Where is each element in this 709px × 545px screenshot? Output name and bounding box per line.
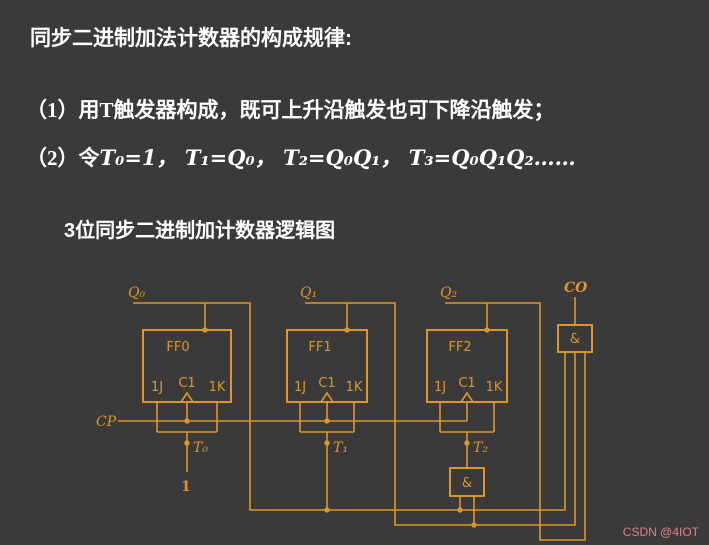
wire-q0-net xyxy=(133,302,566,511)
dot-t1-tap xyxy=(324,507,330,513)
ff1-c1-label: C1 xyxy=(318,376,335,391)
ff2-1k-label: 1K xyxy=(486,380,503,395)
ff2-box xyxy=(426,329,508,403)
dot-q2-pin xyxy=(484,327,490,333)
label-q0: Q₀ xyxy=(128,285,145,301)
label-t1: T₁ xyxy=(333,440,348,456)
and-gate-co: & xyxy=(557,324,593,353)
label-co: CO xyxy=(564,280,588,296)
label-t2: T₂ xyxy=(473,440,488,456)
dot-t1-point xyxy=(324,440,330,446)
watermark: CSDN @4IOT xyxy=(622,525,699,539)
ff2-name: FF2 xyxy=(448,340,471,355)
ff0-1j-label: 1J xyxy=(151,380,163,395)
and-gate-t2-symbol: & xyxy=(462,476,472,491)
ff1-1j-label: 1J xyxy=(294,380,306,395)
label-t0: T₀ xyxy=(193,440,208,456)
signal-labels: Q₀ Q₁ Q₂ CO CP T₀ T₁ T₂ 1 xyxy=(96,280,588,495)
and-gate-t2-box xyxy=(449,467,485,497)
ff0-clock-caret-icon xyxy=(180,391,194,403)
wire-q2-net xyxy=(445,302,586,541)
ff0-1k-label: 1K xyxy=(209,380,226,395)
wires xyxy=(118,297,586,541)
and-gate-t2: & xyxy=(449,467,485,497)
wire-t0-structure xyxy=(156,402,218,472)
rule-point-2-math: T₀=1， T₁=Q₀， T₂=Q₀Q₁， T₃=Q₀Q₁Q₂…… xyxy=(99,145,576,170)
flipflop-ff0: FF0 1J C1 1K xyxy=(142,329,232,403)
ff2-clock-caret-icon xyxy=(460,391,474,403)
ff0-name: FF0 xyxy=(166,340,189,355)
rule-point-2-prefix: （2）令 xyxy=(26,146,100,170)
ff1-box xyxy=(286,329,368,403)
dot-q1-pin xyxy=(344,327,350,333)
ff2-1j-label: 1J xyxy=(434,380,446,395)
junction-dots xyxy=(184,327,490,528)
label-q1: Q₁ xyxy=(300,285,317,301)
dot-q0-pin xyxy=(202,327,208,333)
flipflop-ff2: FF2 1J C1 1K xyxy=(426,329,508,403)
ff0-box xyxy=(142,329,232,403)
wire-t1-structure xyxy=(299,402,355,510)
dot-and-in-b xyxy=(471,522,477,528)
dot-t0-point xyxy=(184,440,190,446)
ff2-c1-label: C1 xyxy=(458,376,475,391)
slide-title: 同步二进制加法计数器的构成规律: xyxy=(30,27,352,50)
wire-t2-structure xyxy=(439,402,495,468)
ff1-name: FF1 xyxy=(308,340,331,355)
and-gate-co-symbol: & xyxy=(570,332,580,347)
and-gate-co-box xyxy=(557,324,593,353)
diagram-caption: 3位同步二进制加计数器逻辑图 xyxy=(64,220,336,242)
rule-point-2: （2）令T₀=1， T₁=Q₀， T₂=Q₀Q₁， T₃=Q₀Q₁Q₂…… xyxy=(26,142,576,172)
dot-cp-ff1 xyxy=(324,418,330,424)
wire-q1-net xyxy=(305,302,576,526)
label-q2: Q₂ xyxy=(440,285,457,301)
ff0-c1-label: C1 xyxy=(178,376,195,391)
label-constant-one: 1 xyxy=(181,479,191,495)
dot-and-in-a xyxy=(457,507,463,513)
ff1-clock-caret-icon xyxy=(320,391,334,403)
rule-point-1: （1）用T触发器构成，既可上升沿触发也可下降沿触发； xyxy=(26,98,555,122)
flipflop-ff1: FF1 1J C1 1K xyxy=(286,329,368,403)
label-cp: CP xyxy=(96,414,117,430)
dot-cp-ff0 xyxy=(184,418,190,424)
ff1-1k-label: 1K xyxy=(346,380,363,395)
dot-t2-point xyxy=(464,440,470,446)
